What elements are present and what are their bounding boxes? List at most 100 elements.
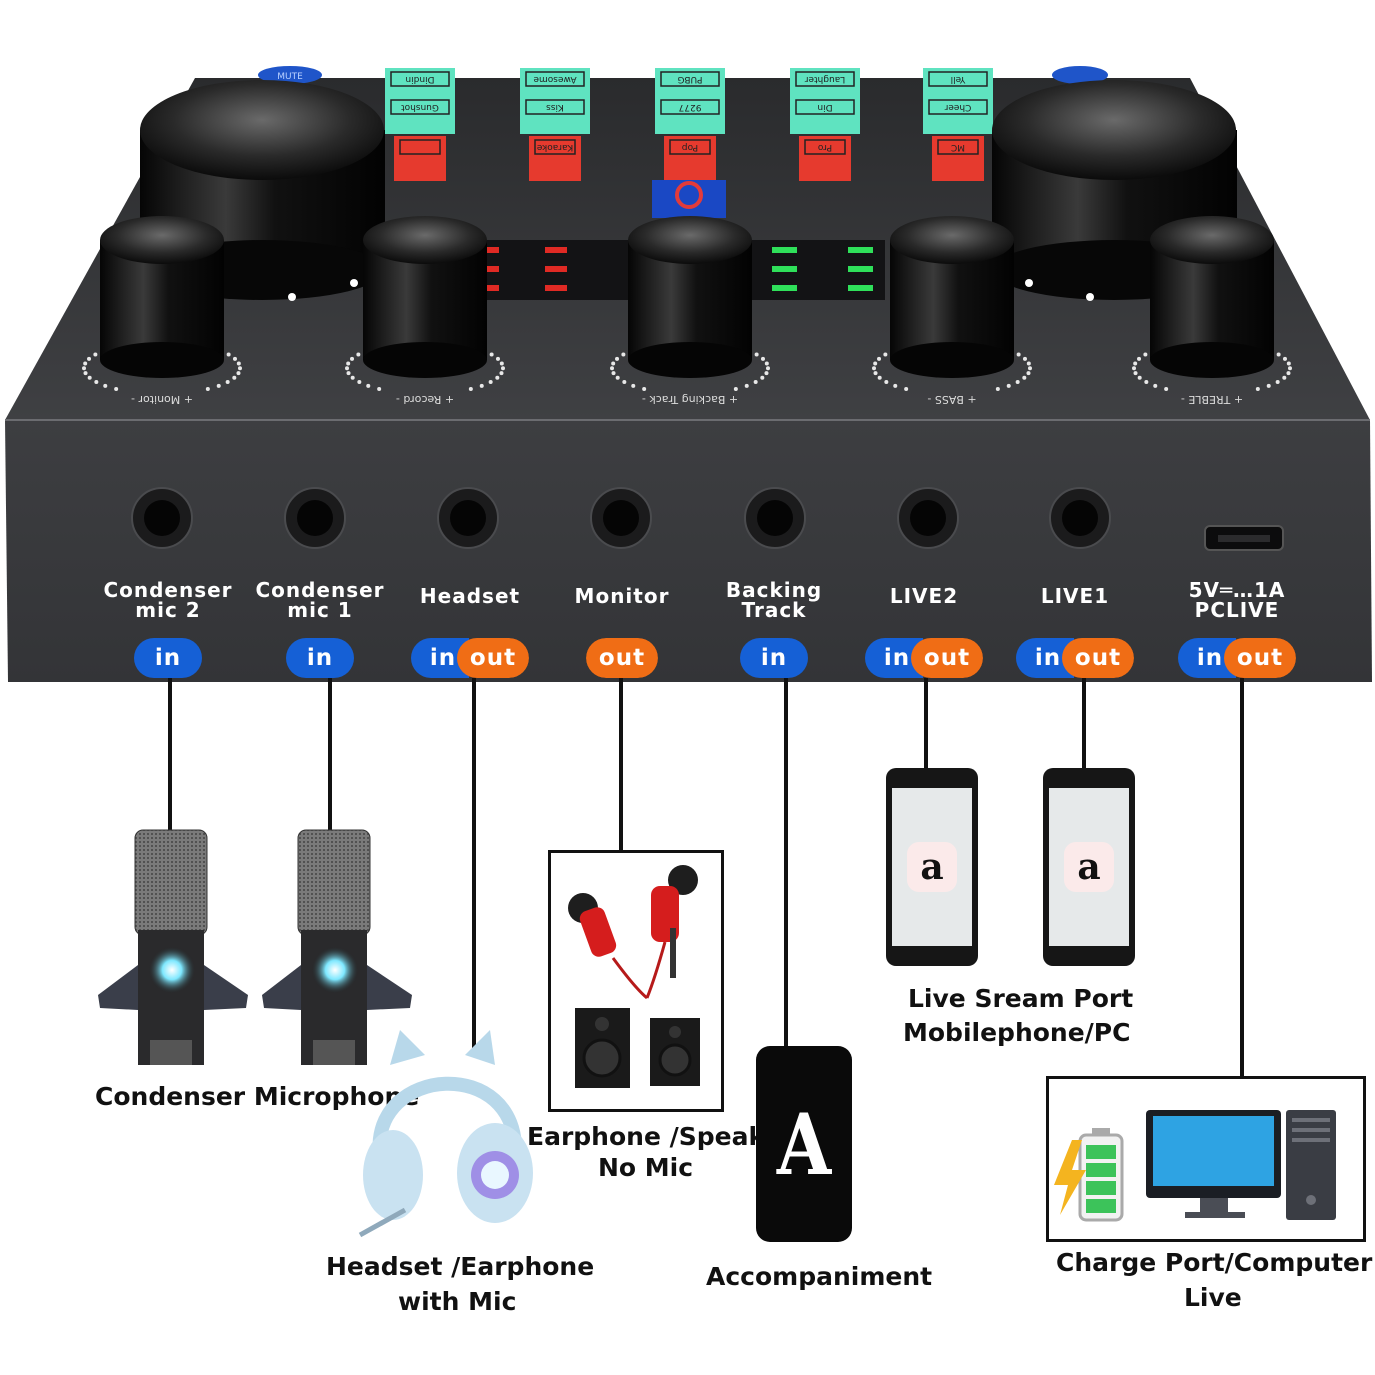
effect-button-label: Dindin [405,74,434,84]
knob-1[interactable]: + Monitor - [82,216,242,406]
earphone-speaker-illustration [568,865,700,1088]
effect-button-label: Yell [951,74,967,84]
earphones-icon [568,865,698,1000]
port-label-line2: Track [741,598,807,622]
knob-3[interactable]: + Backing Track - [610,216,770,406]
effect-button-kiss[interactable]: Kiss [520,96,590,134]
caption-earphone-line2: No Mic [598,1153,694,1182]
effect-button-label: Laughter [804,74,845,84]
in-badge: in [134,638,202,678]
audio-jack-7[interactable] [1049,487,1111,549]
out-badge: out [586,638,658,678]
port-io-badge-2: in [286,638,354,678]
live1-phone-icon: a [1043,768,1135,966]
effect-button-din[interactable]: Din [790,96,860,134]
mute-right-button[interactable] [1052,66,1108,84]
caption-earphone-line1: Earphone /Speaker [527,1122,794,1151]
effect-button-label: Din [817,102,832,112]
in-badge: in [1178,638,1236,678]
in-badge: in [286,638,354,678]
audio-jack-6[interactable] [897,487,959,549]
effect-button-karaoke[interactable]: Karaoke [529,136,581,181]
effect-button-label: MC [951,142,965,152]
port-label-4: Monitor [542,586,702,606]
effect-button-cheer[interactable]: Cheer [923,96,993,134]
knob-label: + Record - [396,393,454,406]
charge-computer-illustration [1054,1110,1336,1222]
knob-label: + Monitor - [131,393,193,406]
effect-button-gunshot[interactable]: Gunshot [385,96,455,134]
audio-jack-2[interactable] [284,487,346,549]
audio-jack-3[interactable] [437,487,499,549]
wire-mic1 [328,678,332,830]
mute-left-button[interactable] [258,66,322,84]
in-badge: in [740,638,808,678]
out-badge: out [1224,638,1296,678]
effect-button-label: Karaoke [536,142,573,152]
caption-charge-line2: Live [1184,1283,1242,1312]
effect-button-mc[interactable]: MC [932,136,984,181]
headset-icon [358,1030,533,1238]
knob-4[interactable]: + BASS - [872,216,1032,406]
effect-button-pop[interactable]: Pop [664,136,716,181]
port-label-line1: LIVE1 [1040,584,1110,608]
wire-live2 [924,678,928,771]
effect-button-pro[interactable]: Pro [799,136,851,181]
battery-charge-icon [1054,1128,1124,1222]
level-meter-leds [487,247,873,291]
effect-button-label: 9277 [679,102,702,112]
effect-button-label: Pro [817,142,832,152]
wire-backing [784,678,788,1046]
port-label-line1: Monitor [574,584,670,608]
caption-live-line2: Mobilephone/PC [903,1018,1131,1047]
port-label-line2: mic 1 [287,598,353,622]
power-button[interactable] [652,180,726,218]
audio-jack-5[interactable] [744,487,806,549]
port-label-line1: Condenser [103,578,233,602]
out-badge: out [1062,638,1134,678]
computer-monitor-icon [1146,1110,1281,1218]
power-icon [675,181,703,209]
caption-live-line1: Live Sream Port [908,984,1134,1013]
effect-button-label: Cheer [944,102,971,112]
port-io-badge-1: in [134,638,202,678]
port-label-3: Headset [390,586,550,606]
effect-button-label: Gunshot [401,102,439,112]
out-badge: out [457,638,529,678]
live1-app-glyph: a [1077,846,1101,888]
knob-2[interactable]: + Record - [345,216,505,406]
in-badge: in [865,638,923,678]
speakers-icon [575,1008,700,1088]
wire-pclive [1240,678,1244,1078]
computer-tower-icon [1286,1110,1336,1220]
caption-headset-line1: Headset /Earphone [326,1252,595,1281]
port-io-badge-4: out [586,638,658,678]
port-io-badge-5: in [740,638,808,678]
audio-jack-4[interactable] [590,487,652,549]
knob-label: + Backing Track - [642,393,738,406]
knob-label: + TREBLE - [1181,393,1243,406]
port-label-line1: LIVE2 [889,584,959,608]
port-label-line2: PCLIVE [1194,598,1280,622]
port-label-line1: Headset [419,584,521,608]
port-label-7: LIVE1 [995,586,1155,606]
knob-5[interactable]: + TREBLE - [1132,216,1292,406]
effect-button-9277[interactable]: 9277 [655,96,725,134]
effect-button-label: Kiss [546,102,564,112]
accompaniment-app-glyph: A [776,1094,832,1194]
effect-button-blank[interactable] [394,136,446,181]
device-front-panel [5,420,1372,682]
wire-monitor [619,678,623,853]
live2-app-glyph: a [920,846,944,888]
caption-condenser-microphone: Condenser Microphone [95,1082,420,1111]
live1-app-icon: a [1064,842,1114,892]
port-label-line1: Condenser [255,578,385,602]
audio-jack-1[interactable] [131,487,193,549]
out-badge: out [911,638,983,678]
